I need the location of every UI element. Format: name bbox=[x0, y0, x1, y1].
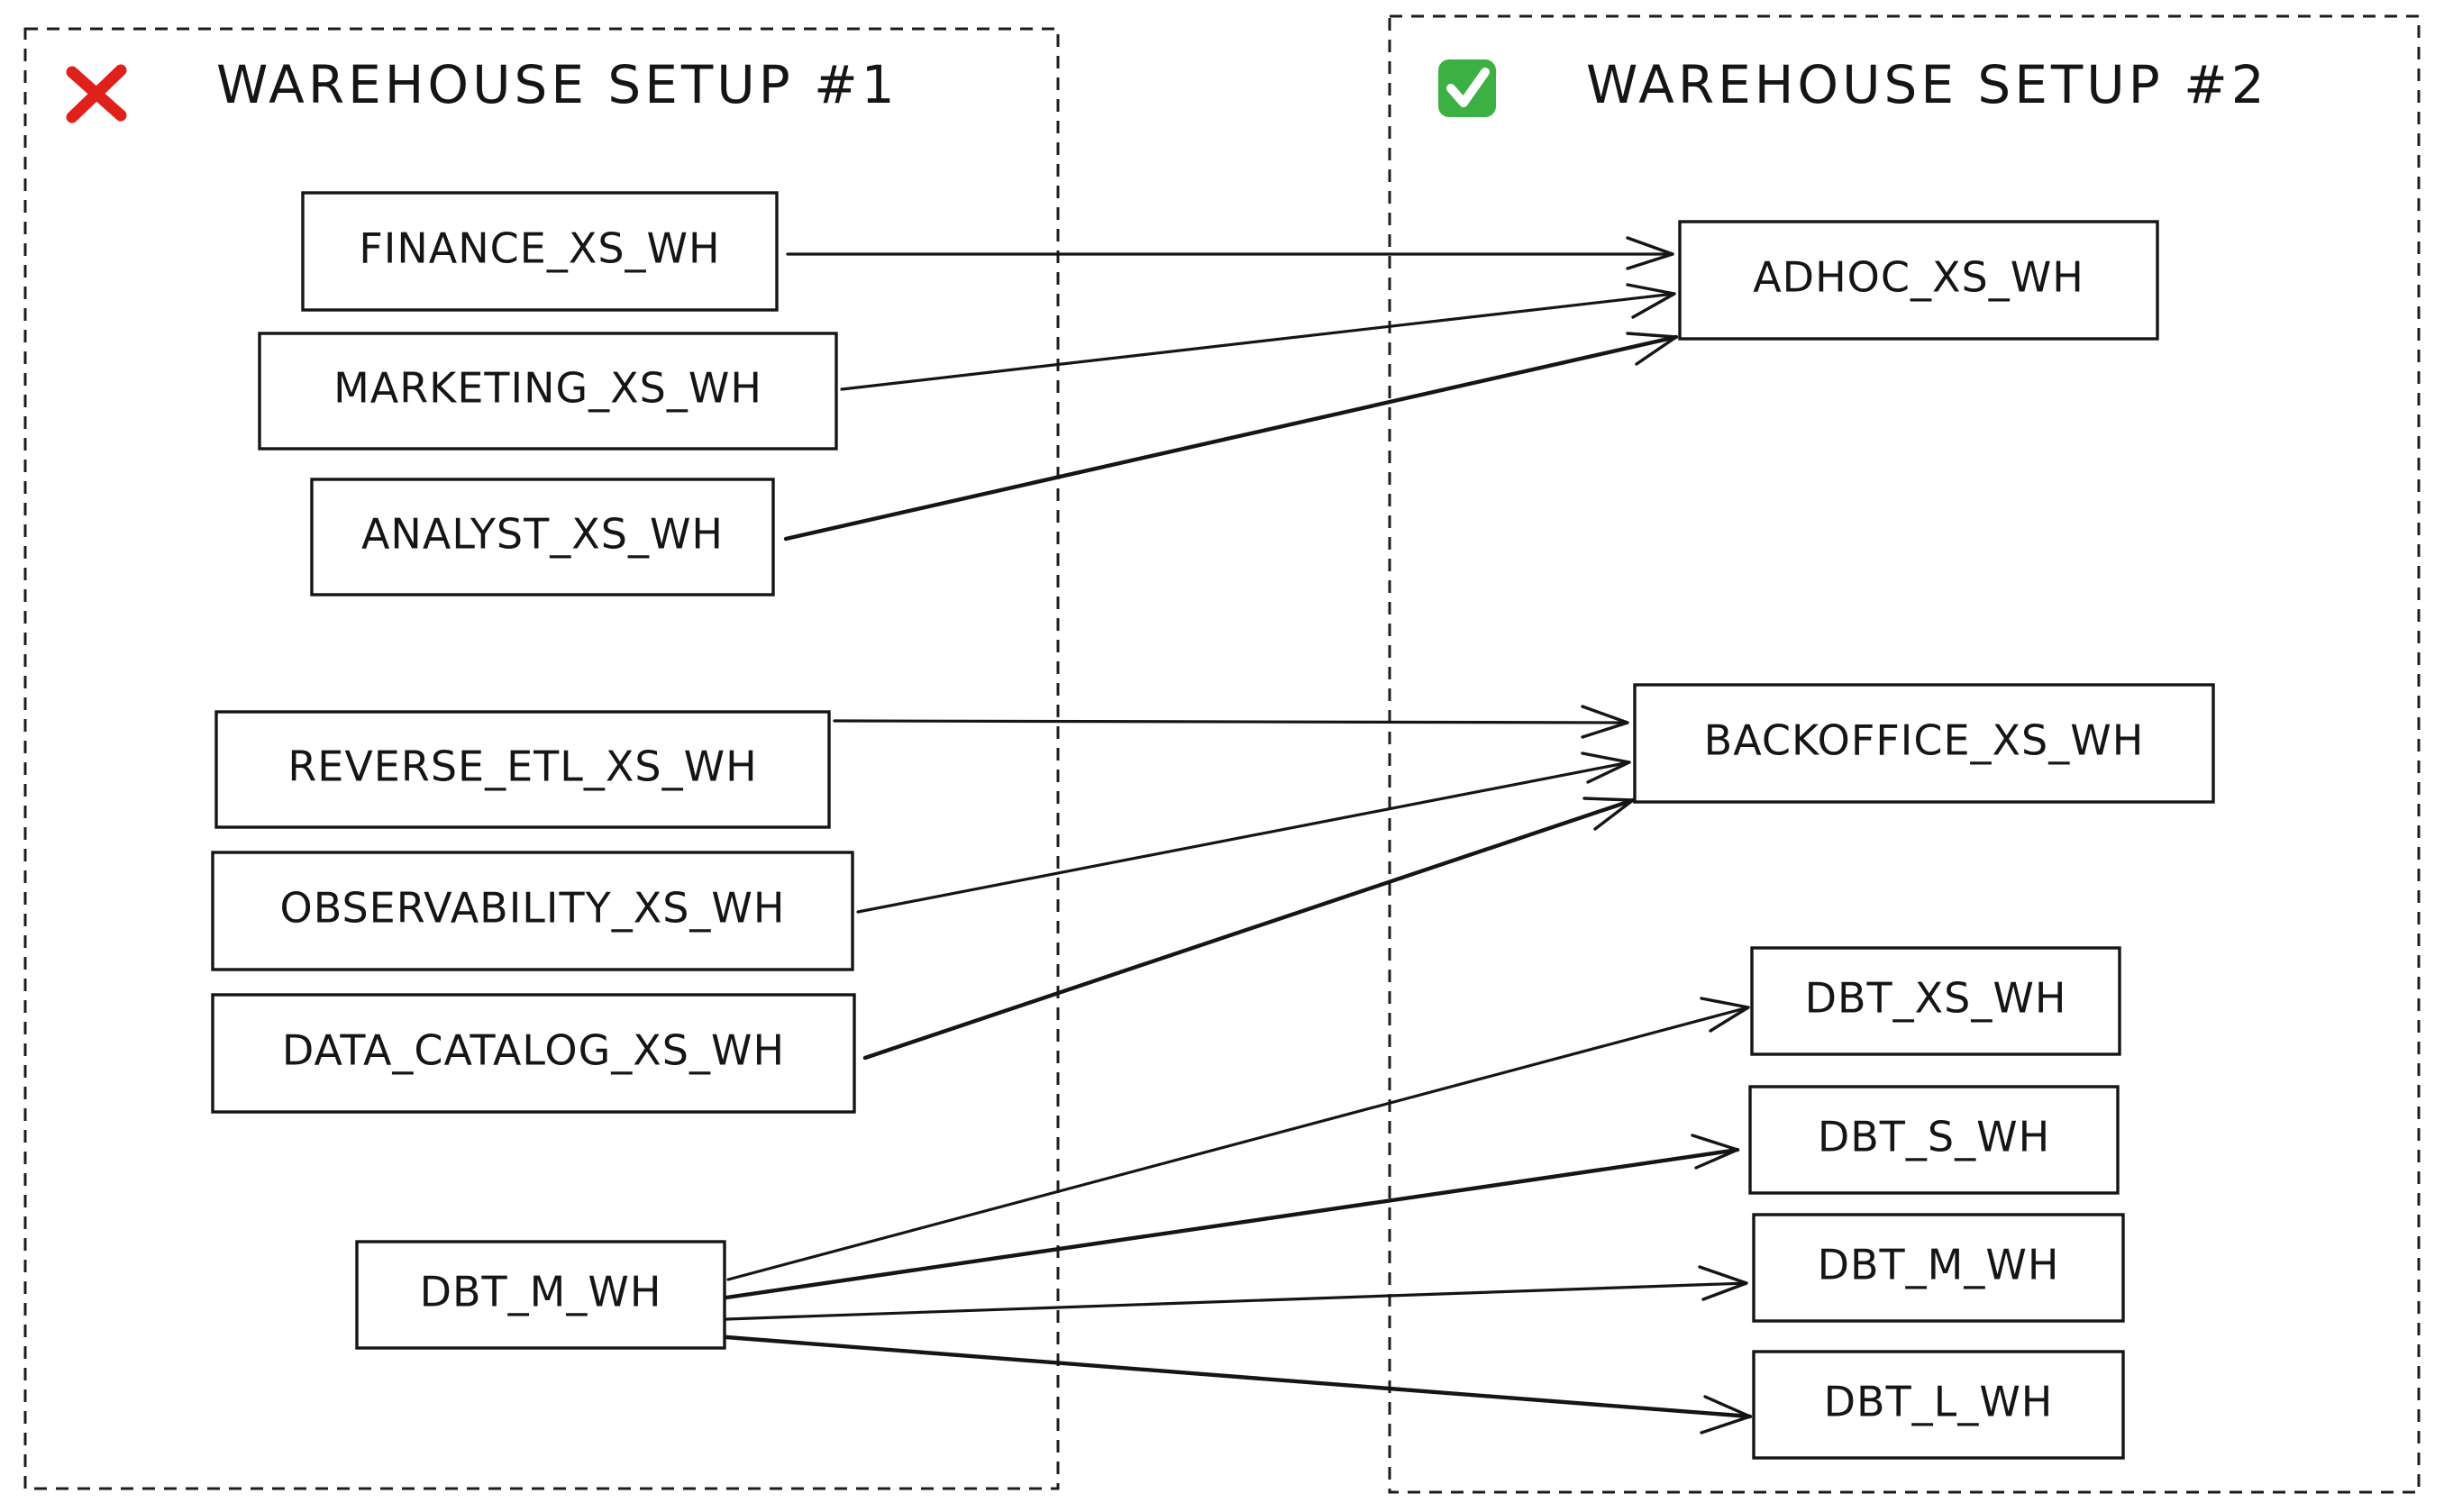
arrow-analyst-to-adhoc bbox=[783, 332, 1679, 542]
warehouse-label: ADHOC_XS_WH bbox=[1753, 253, 2084, 302]
warehouse-label: MARKETING_XS_WH bbox=[333, 364, 762, 413]
arrow-observability-to-backoffice bbox=[856, 751, 1631, 914]
warehouse-box-dbt-s: DBT_S_WH bbox=[1748, 1085, 2120, 1195]
warehouse-box-adhoc: ADHOC_XS_WH bbox=[1678, 220, 2159, 341]
arrow-dbt-m-old-to-dbt-s bbox=[724, 1134, 1740, 1300]
setup-1-title: WAREHOUSE SETUP #1 bbox=[216, 54, 898, 115]
setup-2-border bbox=[1388, 14, 2421, 1494]
arrow-dbt-m-old-to-dbt-xs bbox=[726, 997, 1750, 1281]
warehouse-box-dbt-xs: DBT_XS_WH bbox=[1750, 946, 2121, 1056]
warehouse-box-analyst: ANALYST_XS_WH bbox=[310, 478, 775, 597]
warehouse-label: BACKOFFICE_XS_WH bbox=[1704, 716, 2145, 765]
arrow-finance-to-adhoc bbox=[786, 236, 1674, 270]
warehouse-box-finance: FINANCE_XS_WH bbox=[301, 191, 779, 312]
warehouse-label: DBT_M_WH bbox=[420, 1268, 662, 1316]
arrow-marketing-to-adhoc bbox=[840, 283, 1676, 391]
setup-2-panel: WAREHOUSE SETUP #2 bbox=[1388, 14, 2421, 1494]
warehouse-label: ANALYST_XS_WH bbox=[361, 510, 724, 559]
warehouse-label: FINANCE_XS_WH bbox=[359, 224, 720, 273]
warehouse-label: DBT_M_WH bbox=[1818, 1241, 2060, 1289]
warehouse-box-data-catalog: DATA_CATALOG_XS_WH bbox=[211, 993, 856, 1114]
warehouse-box-dbt-l: DBT_L_WH bbox=[1752, 1350, 2125, 1460]
warehouse-box-backoffice: BACKOFFICE_XS_WH bbox=[1633, 683, 2215, 804]
setup-1-warehouses: FINANCE_XS_WH MARKETING_XS_WH ANALYST_XS… bbox=[211, 191, 856, 1350]
setup-2-title: WAREHOUSE SETUP #2 bbox=[1586, 54, 2268, 115]
check-mark-icon bbox=[1438, 59, 1496, 117]
warehouse-label: DBT_S_WH bbox=[1818, 1113, 2050, 1161]
warehouse-box-dbt-m-old: DBT_M_WH bbox=[355, 1240, 726, 1350]
connections bbox=[724, 236, 1753, 1435]
warehouse-label: DBT_L_WH bbox=[1824, 1378, 2054, 1426]
cross-mark-icon bbox=[66, 64, 127, 123]
warehouse-label: REVERSE_ETL_XS_WH bbox=[287, 742, 757, 791]
warehouse-box-observability: OBSERVABILITY_XS_WH bbox=[211, 851, 854, 971]
arrow-dbt-m-old-to-dbt-l bbox=[724, 1334, 1753, 1435]
setup-1-panel: WAREHOUSE SETUP #1 bbox=[23, 27, 1060, 1490]
arrow-dbt-m-old-to-dbt-m bbox=[725, 1265, 1748, 1321]
warehouse-box-dbt-m: DBT_M_WH bbox=[1752, 1213, 2125, 1323]
warehouse-box-reverse-etl: REVERSE_ETL_XS_WH bbox=[214, 710, 831, 829]
setup-2-warehouses: ADHOC_XS_WH BACKOFFICE_XS_WH DBT_XS_WH D… bbox=[1633, 220, 2215, 1460]
warehouse-label: DBT_XS_WH bbox=[1805, 974, 2067, 1023]
warehouse-label: OBSERVABILITY_XS_WH bbox=[280, 884, 786, 933]
arrow-reverse-etl-to-backoffice bbox=[833, 705, 1629, 739]
arrow-data-catalog-to-backoffice bbox=[862, 797, 1636, 1061]
warehouse-label: DATA_CATALOG_XS_WH bbox=[282, 1026, 785, 1075]
warehouse-box-marketing: MARKETING_XS_WH bbox=[258, 332, 838, 451]
setup-1-border bbox=[23, 27, 1060, 1490]
